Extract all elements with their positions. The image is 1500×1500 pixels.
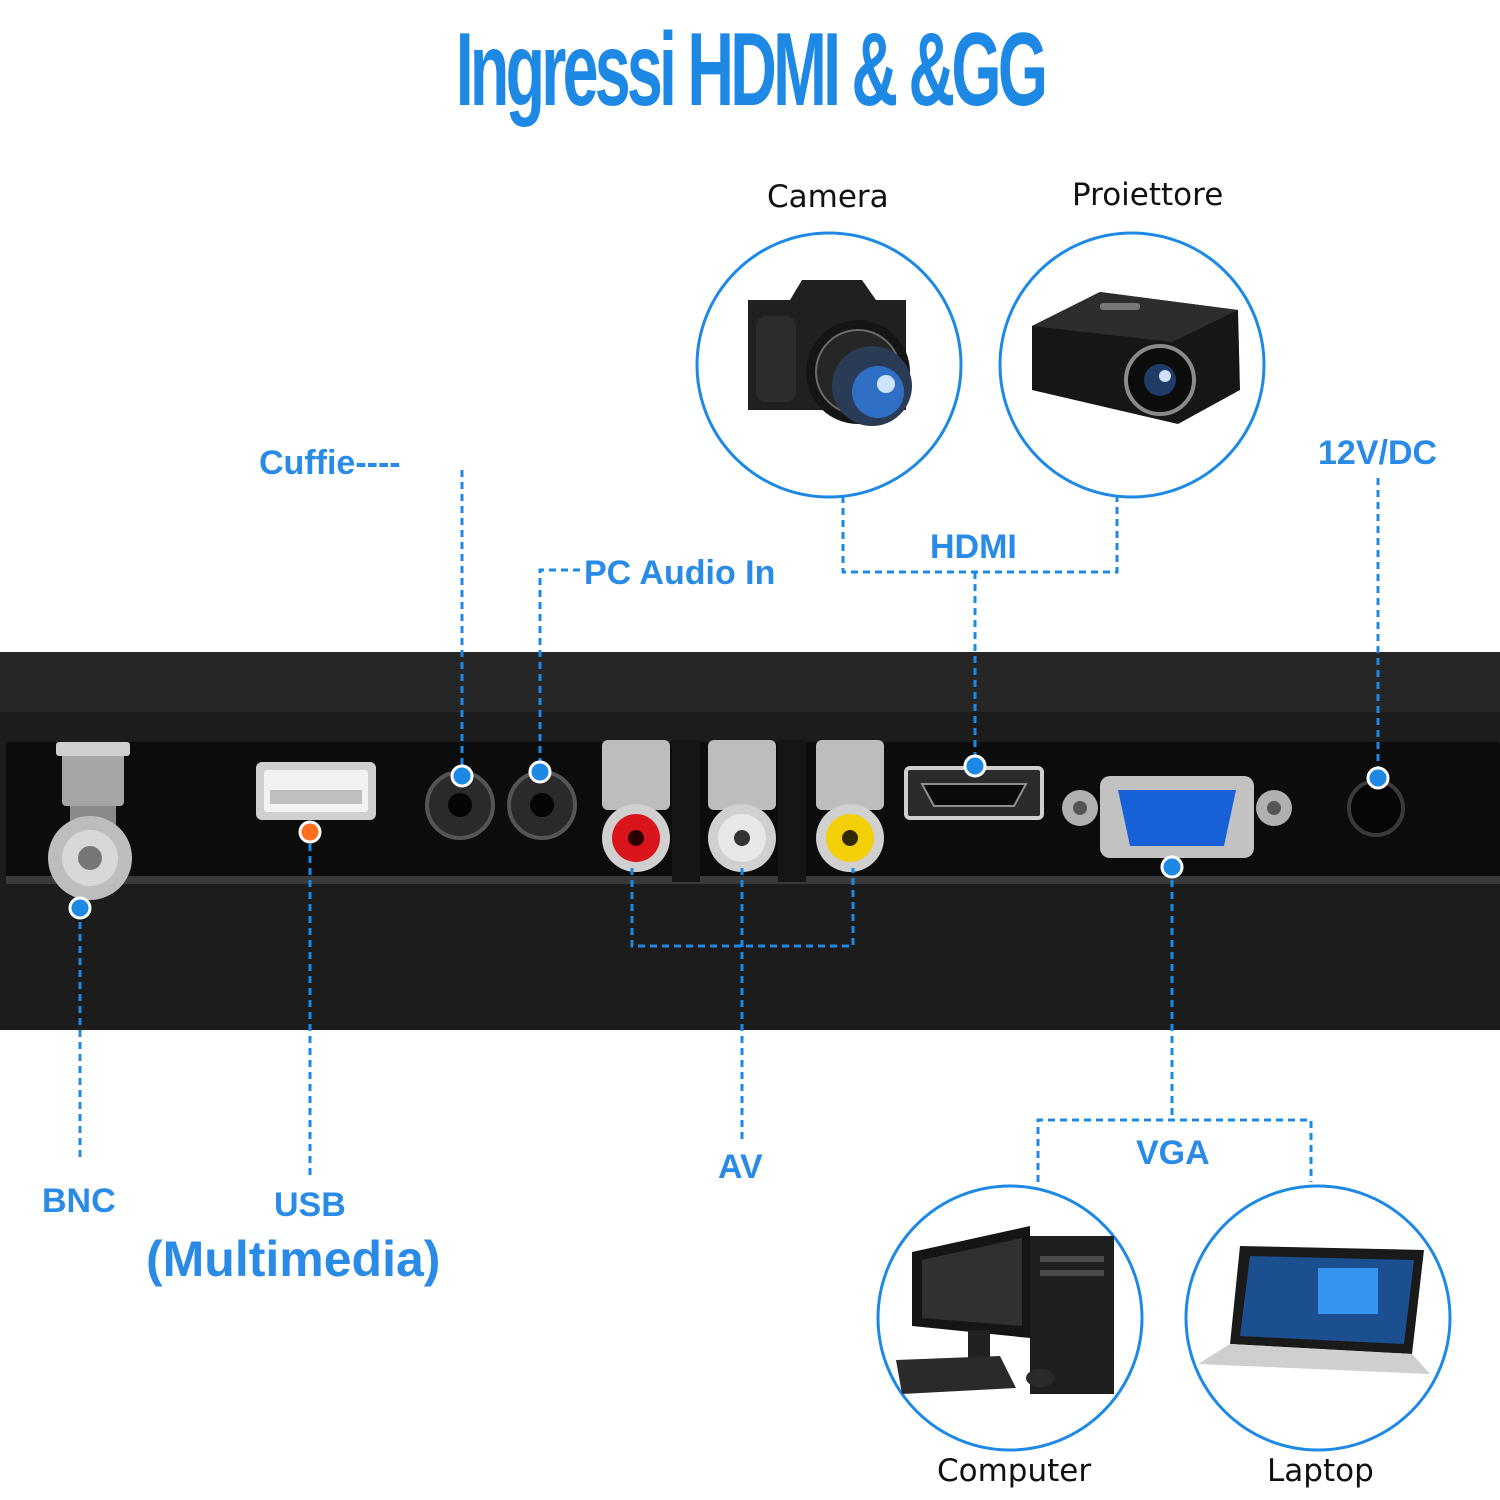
usb-port-icon	[256, 762, 376, 820]
pc-audio-label: PC Audio In	[584, 554, 776, 592]
dc-dot	[1366, 766, 1390, 790]
laptop-icon	[1198, 1246, 1430, 1374]
desktop-computer-icon	[896, 1226, 1114, 1394]
camera-circle	[695, 231, 963, 499]
usb-label: USB	[274, 1186, 346, 1224]
computer-label: Computer	[937, 1453, 1092, 1489]
bnc-dot	[68, 896, 92, 920]
pc-audio-jack-icon	[507, 770, 577, 840]
vga-dot	[1160, 855, 1184, 879]
hdmi-label: HDMI	[930, 528, 1017, 566]
rca-yellow-port-icon	[816, 740, 884, 872]
page-title: Ingressi HDMI & &GG	[455, 12, 1048, 128]
laptop-label: Laptop	[1267, 1453, 1374, 1489]
headphone-jack-icon	[425, 770, 495, 840]
camera-label: Camera	[767, 179, 889, 215]
vga-label: VGA	[1136, 1134, 1210, 1172]
cuffie-dot	[450, 764, 474, 788]
rca-white-port-icon	[708, 740, 776, 872]
pc-audio-line	[538, 568, 580, 770]
vga-port-icon	[1062, 776, 1292, 858]
usb-dot	[298, 820, 322, 844]
laptop-circle	[1184, 1184, 1452, 1452]
computer-circle	[876, 1184, 1144, 1452]
camera-icon	[748, 280, 912, 426]
pc-audio-dot	[528, 760, 552, 784]
hdmi-port-icon	[904, 766, 1044, 820]
av-bracket-line	[630, 868, 855, 948]
hdmi-dot	[963, 754, 987, 778]
projector-label: Proiettore	[1072, 177, 1224, 213]
rca-red-port-icon	[602, 740, 670, 872]
av-label: AV	[718, 1148, 763, 1186]
hdmi-bracket-line	[841, 496, 1119, 574]
dc-label: 12V/DC	[1318, 434, 1438, 472]
usb-multimedia-label: (Multimedia)	[146, 1231, 441, 1287]
bnc-port-icon	[48, 742, 132, 900]
projector-circle	[998, 231, 1266, 499]
cuffie-label: Cuffie----	[259, 444, 401, 482]
projector-icon	[1032, 292, 1240, 424]
bnc-label: BNC	[42, 1182, 116, 1220]
vga-bracket-line	[1036, 1118, 1313, 1182]
